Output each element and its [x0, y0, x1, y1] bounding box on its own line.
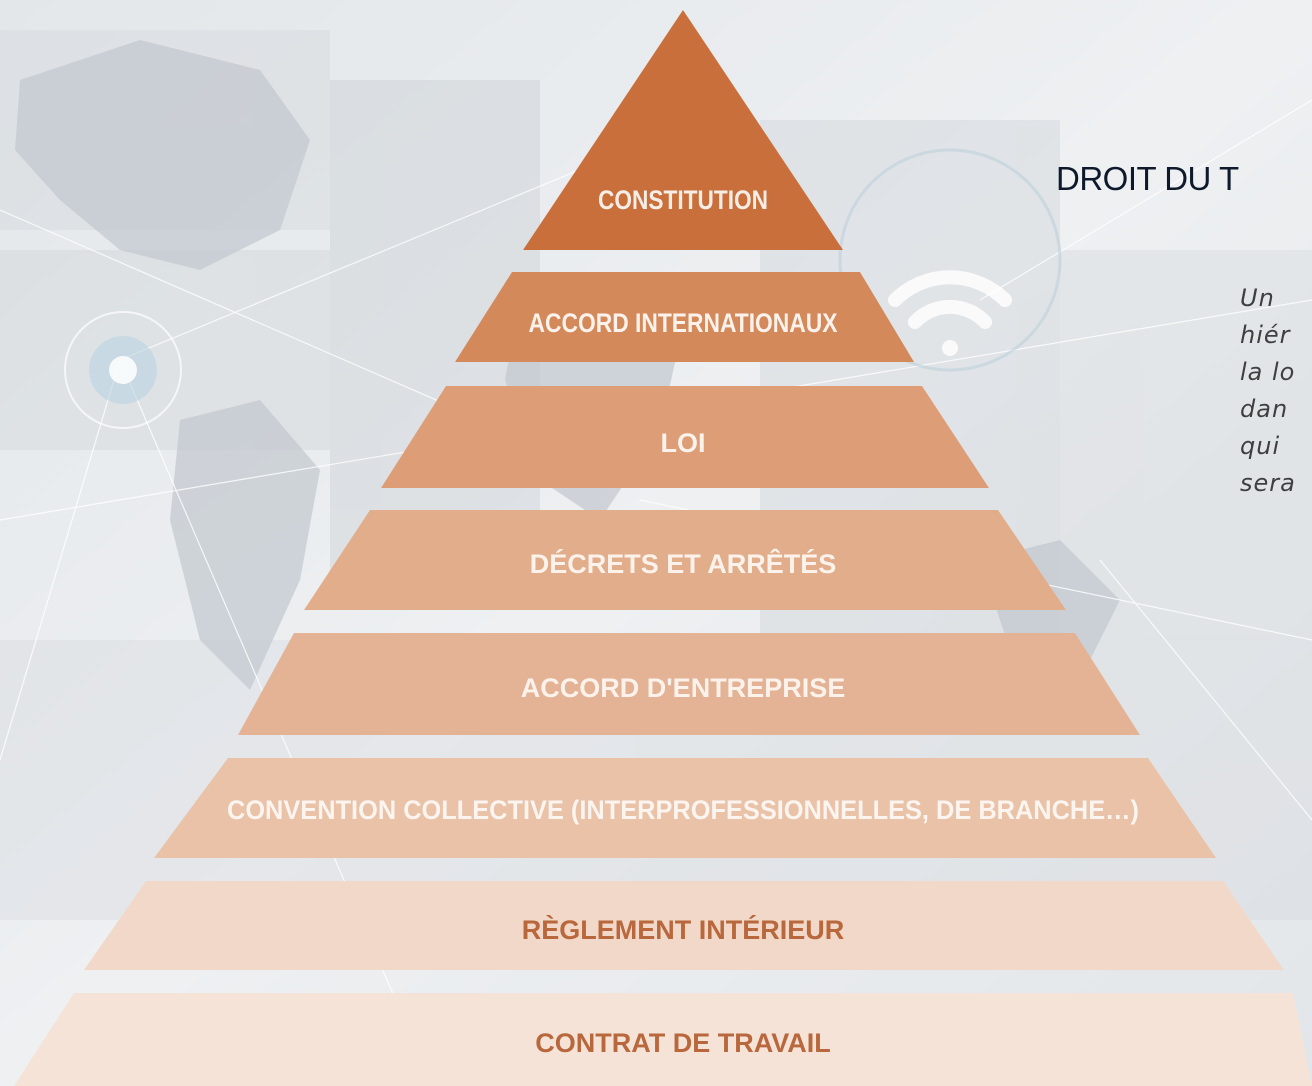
description-line: dan [1240, 395, 1289, 423]
pyramid-tier [84, 881, 1284, 970]
description-line: sera [1240, 469, 1296, 497]
pyramid-tier-label: ACCORD INTERNATIONAUX [529, 308, 838, 338]
wifi-icon [838, 148, 1062, 372]
network-node-icon [64, 311, 182, 429]
pyramid-tier-label: CONSTITUTION [598, 185, 768, 215]
pyramid-tier-label: ACCORD D'ENTREPRISE [521, 673, 845, 703]
pyramid-tier [381, 386, 989, 488]
pyramid-tier [14, 993, 1312, 1086]
pyramid-tier-label: LOI [661, 428, 706, 458]
description-line: qui [1240, 432, 1281, 460]
description-line: la lo [1240, 358, 1296, 386]
description-text: Un hiér la lo dan qui sera [1240, 280, 1312, 502]
description-line: Un [1240, 284, 1275, 312]
pyramid-tier [304, 510, 1066, 610]
pyramid-tier [238, 633, 1140, 735]
pyramid-tier-label: DÉCRETS ET ARRÊTÉS [530, 548, 837, 579]
pyramid-tier-label: CONTRAT DE TRAVAIL [535, 1028, 830, 1058]
pyramid-tier-label: RÈGLEMENT INTÉRIEUR [522, 914, 845, 945]
pyramid-tier-label: CONVENTION COLLECTIVE (INTERPROFESSIONNE… [227, 795, 1139, 825]
pyramid-tier [154, 758, 1216, 858]
description-line: hiér [1240, 321, 1291, 349]
pyramid-tier [523, 10, 843, 250]
page-title: DROIT DU T [1056, 160, 1239, 197]
pyramid-tier [455, 272, 914, 362]
